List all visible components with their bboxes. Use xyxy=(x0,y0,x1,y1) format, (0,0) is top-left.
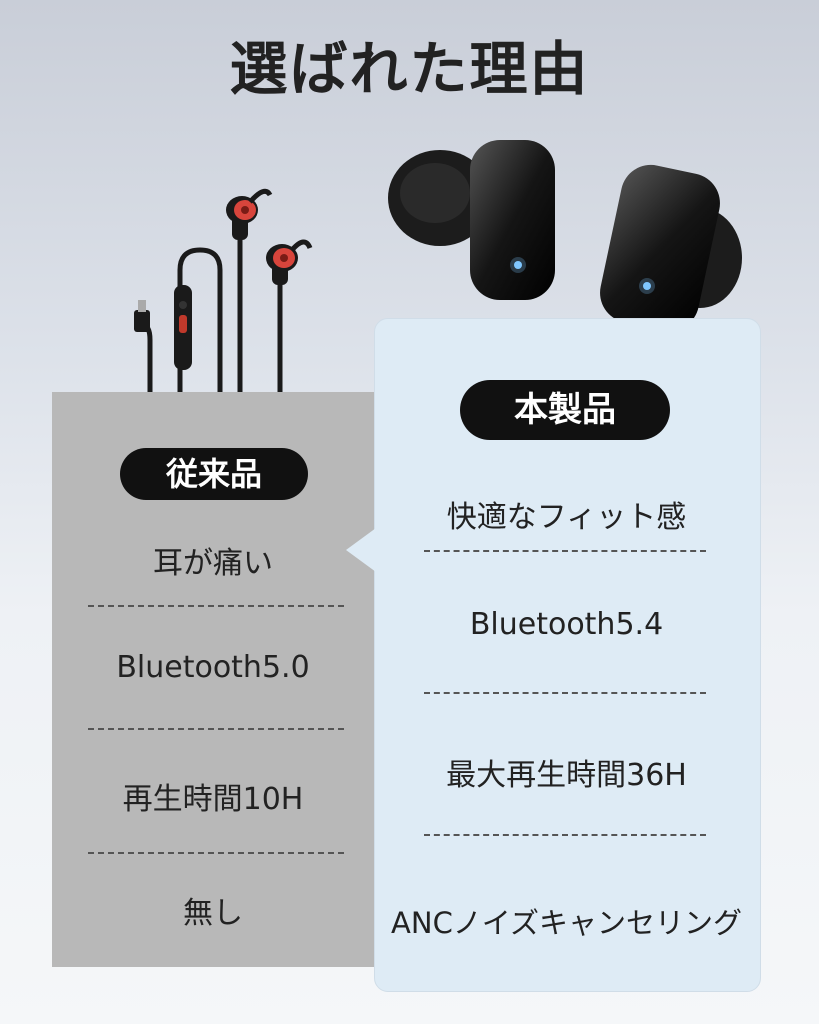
divider xyxy=(88,605,344,607)
wired-earphones-image xyxy=(134,188,313,395)
conventional-item-bluetooth: Bluetooth5.0 xyxy=(116,650,310,685)
conventional-item-anc: 無し xyxy=(183,896,243,931)
divider xyxy=(88,728,344,730)
divider xyxy=(424,550,706,552)
our-item-playtime: 最大再生時間36H xyxy=(446,758,687,793)
our-product-label: 本製品 xyxy=(460,380,670,440)
conventional-item-playtime: 再生時間10H xyxy=(122,782,304,817)
divider xyxy=(424,834,706,836)
wireless-earbuds-image xyxy=(388,140,742,332)
our-item-anc: ANCノイズキャンセリング xyxy=(391,906,742,940)
our-item-bluetooth: Bluetooth5.4 xyxy=(469,607,664,642)
comparison-pointer xyxy=(346,528,376,572)
divider xyxy=(88,852,344,854)
page-title: 選ばれた理由 xyxy=(229,35,590,103)
conventional-item-fit: 耳が痛い xyxy=(153,546,273,581)
conventional-label: 従来品 xyxy=(120,448,308,500)
our-item-fit: 快適なフィット感 xyxy=(446,500,687,535)
divider xyxy=(424,692,706,694)
